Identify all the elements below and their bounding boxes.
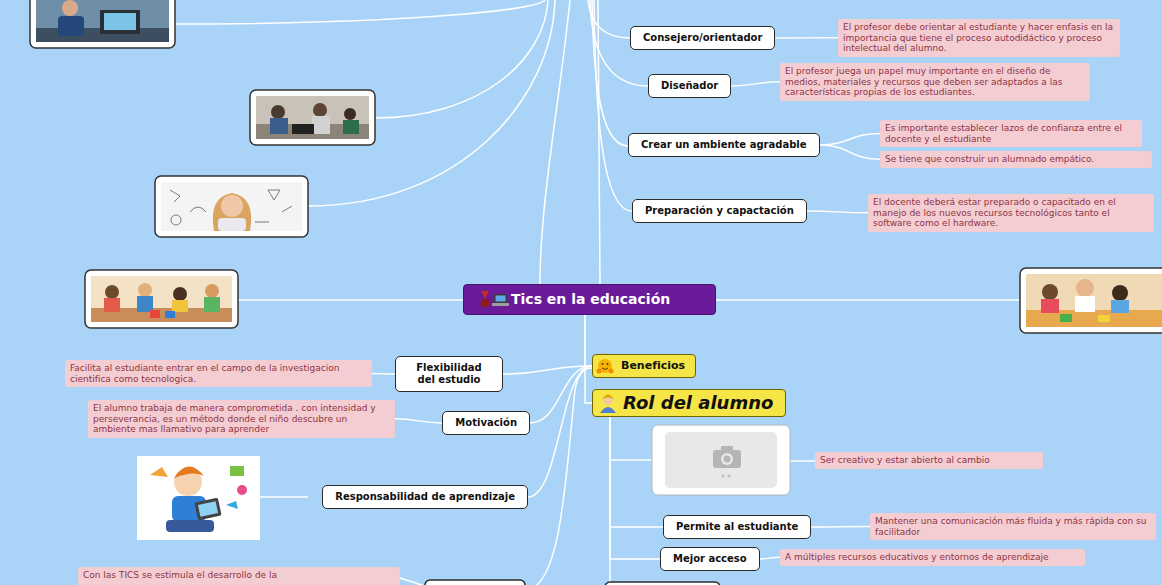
photo-thumbnail xyxy=(30,0,175,48)
topic-label: Diseñador xyxy=(661,80,718,92)
branch-connector xyxy=(610,417,663,527)
subtopic-box: Responsabilidad de aprendizaje xyxy=(322,485,528,509)
topic-label: Permite al estudiante xyxy=(676,521,798,533)
branch-connector xyxy=(760,557,780,559)
main-branch-box: Rol del alumno xyxy=(592,389,786,417)
topic-label: Mejor acceso xyxy=(673,553,747,565)
note-box: Ser creativo y estar abierto al cambio xyxy=(815,452,1043,469)
topic-label: Preparación y capactación xyxy=(645,205,794,217)
note-text: El profesor juega un papel muy important… xyxy=(785,66,1085,98)
note-box: Facilita al estudiante entrar en el camp… xyxy=(65,360,372,387)
photo-thumbnail xyxy=(250,90,375,145)
note-text: Con las TICS se estimula el desarrollo d… xyxy=(83,570,395,581)
topic-label: Beneficios xyxy=(621,359,685,373)
main-branch-box: Beneficios xyxy=(592,354,696,378)
note-box: Se tiene que construir un alumnado empát… xyxy=(880,151,1152,168)
topic-label: Motivación xyxy=(455,417,517,429)
subtopic-box: Permite al estudiante xyxy=(663,515,811,539)
topic-label: Rol del alumno xyxy=(623,392,773,414)
topic-label: Crear un ambiente agradable xyxy=(641,139,807,151)
student-icon xyxy=(600,395,616,414)
branch-connector xyxy=(528,366,592,497)
branch-connector xyxy=(585,315,592,366)
subtopic-box: Flexibilidad del estudio xyxy=(395,356,503,392)
note-box: El profesor debe orientar al estudiante … xyxy=(838,19,1120,57)
note-text: Ser creativo y estar abierto al cambio xyxy=(820,455,1038,466)
note-text: Es importante establecer lazos de confia… xyxy=(885,123,1137,144)
note-text: Mantener una comunicación más fluida y m… xyxy=(875,516,1151,537)
photo-thumbnail xyxy=(85,270,238,328)
note-box: El profesor juega un papel muy important… xyxy=(780,63,1090,101)
branch-connector xyxy=(610,417,660,559)
cut-topic-box xyxy=(605,582,720,585)
branch-connector xyxy=(585,315,592,403)
note-text: Facilita al estudiante entrar en el camp… xyxy=(70,363,367,384)
note-text: Se tiene que construir un alumnado empát… xyxy=(885,154,1147,165)
central-topic: Tics en la educación xyxy=(463,284,716,315)
branch-connector xyxy=(395,419,442,423)
branch-connector xyxy=(811,526,870,528)
subtopic-box: Crear un ambiente agradable xyxy=(628,133,820,157)
branch-connector xyxy=(820,134,881,146)
branch-connector xyxy=(530,366,592,423)
subtopic-box: Diseñador xyxy=(648,74,731,98)
branch-connector xyxy=(775,37,838,39)
image-placeholder xyxy=(652,425,790,495)
note-text: A múltiples recursos educativos y entorn… xyxy=(785,552,1080,563)
note-box: Es importante establecer lazos de confia… xyxy=(880,120,1142,147)
medal-icon xyxy=(481,291,490,308)
cut-topic-box xyxy=(425,580,525,585)
cartoon-illustration xyxy=(137,456,260,540)
note-text: El profesor debe orientar al estudiante … xyxy=(843,22,1115,54)
branch-connector xyxy=(731,82,780,86)
note-box: Mantener una comunicación más fluida y m… xyxy=(870,513,1156,540)
note-box: A múltiples recursos educativos y entorn… xyxy=(780,549,1085,566)
topic-label: Consejero/orientador xyxy=(643,32,762,44)
photo-thumbnail xyxy=(155,176,308,237)
note-box: Con las TICS se estimula el desarrollo d… xyxy=(78,567,400,585)
topic-label: Tics en la educación xyxy=(511,291,705,308)
subtopic-box: Consejero/orientador xyxy=(630,26,775,50)
note-text: El docente deberá estar preparado o capa… xyxy=(873,197,1149,229)
subtopic-box: Motivación xyxy=(442,411,530,435)
topic-label: Responsabilidad de aprendizaje xyxy=(335,491,515,503)
note-box: El alumno trabaja de manera comprometida… xyxy=(88,400,395,438)
branch-connector xyxy=(820,145,881,159)
note-box: El docente deberá estar preparado o capa… xyxy=(868,194,1154,232)
note-text: El alumno trabaja de manera comprometida… xyxy=(93,403,390,435)
topic-label: Flexibilidad del estudio xyxy=(408,362,490,386)
branch-connector xyxy=(807,211,868,213)
subtopic-box: Mejor acceso xyxy=(660,547,760,571)
subtopic-box: Preparación y capactación xyxy=(632,199,807,223)
hug-emoji-icon xyxy=(597,359,614,374)
laptop-icon xyxy=(492,294,509,306)
branch-connector xyxy=(372,373,395,375)
photo-thumbnail xyxy=(1020,268,1162,333)
